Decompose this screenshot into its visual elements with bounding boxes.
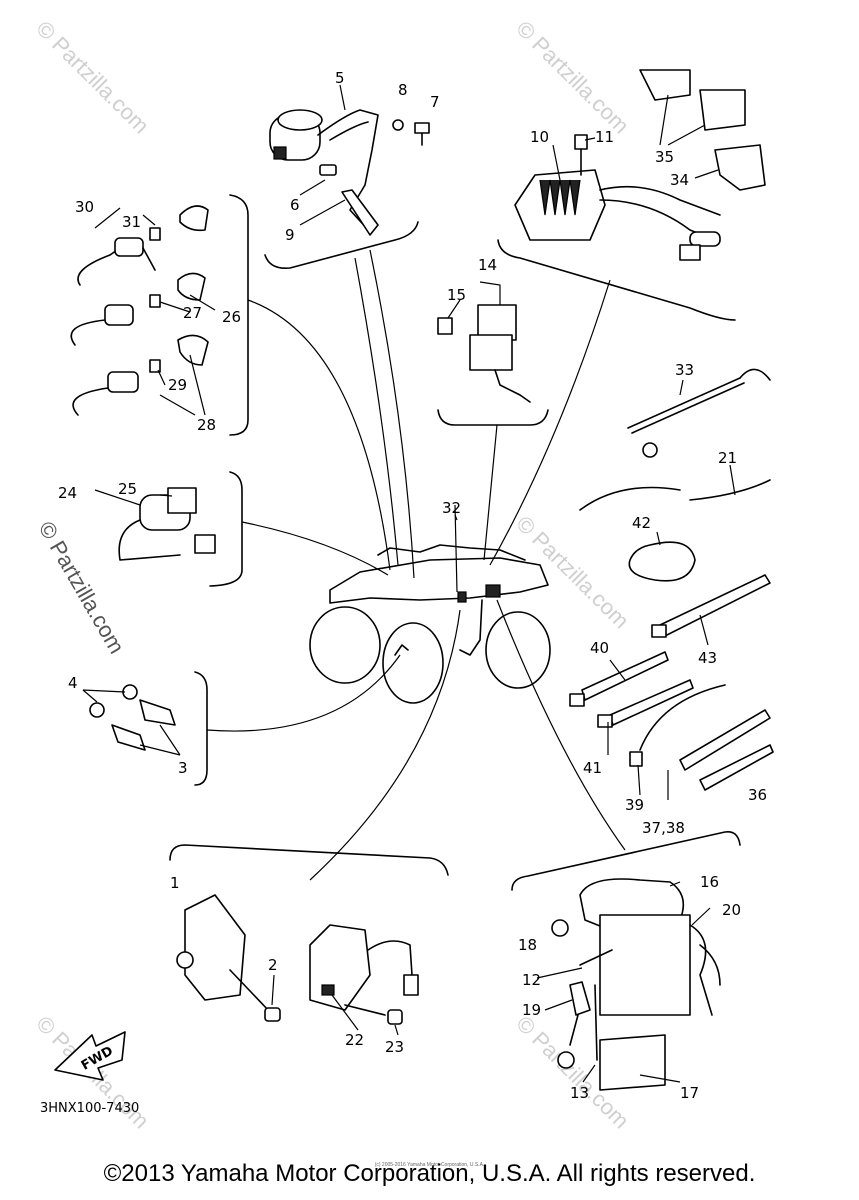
label-15: 15 — [447, 286, 466, 304]
leader-lines — [206, 249, 626, 881]
label-24: 24 — [58, 484, 77, 502]
label-43: 43 — [698, 649, 717, 667]
label-3: 3 — [178, 759, 188, 777]
coil-group — [118, 487, 216, 561]
watermark: © Partzilla.com — [511, 16, 634, 139]
sensor-group — [70, 205, 209, 416]
label-28: 28 — [197, 416, 216, 434]
label-19: 19 — [522, 1001, 541, 1019]
rectifier-group — [514, 69, 766, 261]
cdi-group — [176, 894, 419, 1025]
atv-outline — [309, 544, 551, 704]
label-36: 36 — [748, 786, 767, 804]
label-18: 18 — [518, 936, 537, 954]
label-32: 32 — [442, 499, 461, 517]
label-7: 7 — [430, 93, 440, 111]
label-39: 39 — [625, 796, 644, 814]
label-leaders — [82, 84, 736, 1083]
label-17: 17 — [680, 1084, 699, 1102]
diagram-code: 3HNX100-7430 — [40, 1101, 139, 1116]
label-30: 30 — [75, 198, 94, 216]
watermark: © Partzilla.com — [31, 16, 154, 139]
label-1: 1 — [170, 874, 180, 892]
label-14: 14 — [478, 256, 497, 274]
switch-group — [89, 684, 176, 751]
label-25: 25 — [118, 480, 137, 498]
label-20: 20 — [722, 901, 741, 919]
label-6: 6 — [290, 196, 300, 214]
label-34: 34 — [670, 171, 689, 189]
copyright-notice: ©2013 Yamaha Motor Corporation, U.S.A. A… — [103, 1160, 756, 1187]
label-16: 16 — [700, 873, 719, 891]
label-42: 42 — [632, 514, 651, 532]
label-2: 2 — [268, 956, 278, 974]
label-5: 5 — [335, 69, 345, 87]
label-27: 27 — [183, 304, 202, 322]
fwd-arrow: FWD — [54, 1031, 126, 1081]
label-9: 9 — [285, 226, 295, 244]
label-22: 22 — [345, 1031, 364, 1049]
label-26: 26 — [222, 308, 241, 326]
fuse-group — [437, 304, 531, 403]
label-11: 11 — [595, 128, 614, 146]
label-4: 4 — [68, 674, 78, 692]
cable-ties-group — [569, 574, 774, 791]
starter-relay-group — [269, 109, 430, 236]
label-31: 31 — [122, 213, 141, 231]
label-41: 41 — [583, 759, 602, 777]
label-37-38: 37,38 — [642, 819, 685, 837]
label-35: 35 — [655, 148, 674, 166]
label-8: 8 — [398, 81, 408, 99]
label-33: 33 — [675, 361, 694, 379]
bracket-groups — [169, 194, 741, 891]
watermark-vertical: © Partzilla.com — [34, 517, 130, 658]
label-29: 29 — [168, 376, 187, 394]
label-23: 23 — [385, 1038, 404, 1056]
label-12: 12 — [522, 971, 541, 989]
label-21: 21 — [718, 449, 737, 467]
lead-wire-group — [579, 368, 771, 582]
label-10: 10 — [530, 128, 549, 146]
label-13: 13 — [570, 1084, 589, 1102]
label-40: 40 — [590, 639, 609, 657]
fineprint: (c) 2005-2016 Yamaha Motor Corporation, … — [374, 1162, 485, 1168]
part-labels: 5 8 7 6 9 10 11 35 34 14 15 30 31 27 26 … — [40, 69, 767, 1116]
